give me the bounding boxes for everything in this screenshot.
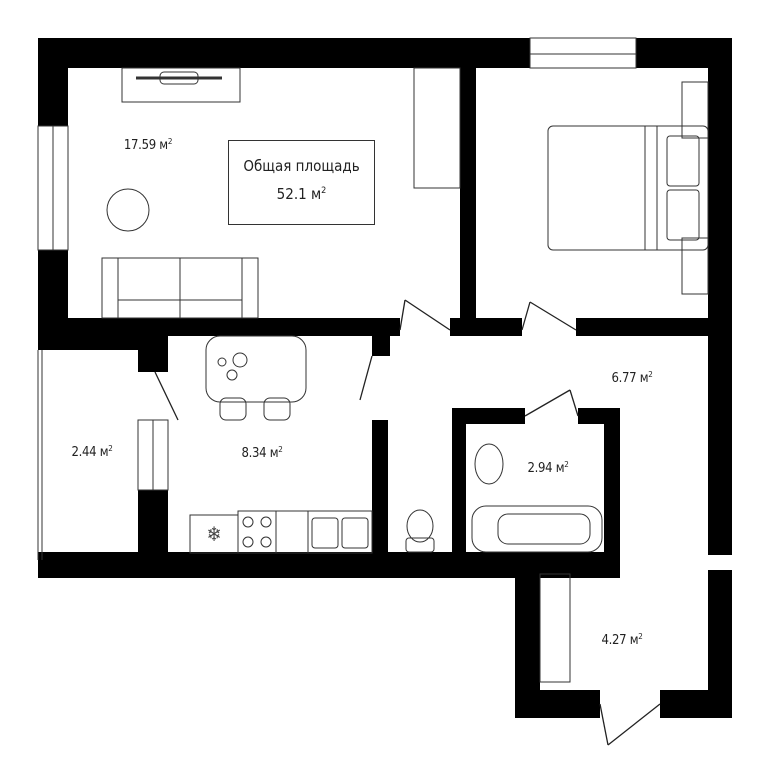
area-entrance: 4.27 м2 [601, 631, 643, 649]
dining-table [205, 335, 307, 403]
nightstand-bottom [681, 237, 709, 295]
total-area-value: 52.1 м [276, 185, 322, 203]
stove [237, 510, 277, 554]
kitchen-sink [307, 510, 373, 554]
wall-right [708, 38, 732, 555]
wall-bedroom-bottom-b [576, 318, 708, 336]
wall-toilet-bath [452, 420, 466, 560]
wall-top [38, 38, 530, 68]
counter [275, 510, 309, 554]
wall-balcony-top [38, 336, 168, 350]
area-living-room: 17.59 м2 [123, 136, 173, 154]
chair [263, 397, 291, 421]
area-hallway: 6.77 м2 [611, 369, 653, 387]
window-bedroom [529, 37, 637, 69]
door-entrance [599, 703, 609, 746]
wall-kitchen-left-top [138, 336, 168, 372]
tv-stand [121, 67, 241, 103]
coffee-table [106, 188, 150, 232]
wall-kitchen-pillar [372, 336, 390, 356]
wall-living-bedroom [460, 68, 476, 336]
wall-bottom [38, 552, 620, 578]
door-living [399, 299, 406, 331]
wall-entrance-bottom-a [515, 690, 600, 718]
door-bedroom [521, 301, 531, 331]
area-bathroom: 2.94 м2 [527, 459, 569, 477]
wall-bath-top-a [452, 408, 525, 424]
total-area-title: Общая площадь [243, 157, 360, 175]
door-bathroom [524, 389, 571, 417]
washbasin [474, 443, 504, 485]
nightstand-top [681, 81, 709, 139]
wardrobe [413, 67, 461, 189]
bed [547, 125, 709, 251]
bathtub [471, 505, 603, 553]
entrance-wardrobe [539, 573, 571, 683]
wall-living-bottom [68, 318, 400, 336]
walls [38, 38, 732, 718]
furniture: ❄ [101, 67, 709, 683]
total-area-box: Общая площадь 52.1 м2 [228, 140, 375, 225]
snowflake-icon: ❄ [206, 522, 221, 546]
wall-bath-right [604, 408, 620, 578]
wall-entrance-bottom-b [660, 690, 732, 718]
door-balcony [154, 371, 179, 421]
door-kitchen [359, 355, 373, 401]
wall-kitchen-toilet [372, 420, 388, 560]
area-kitchen: 8.34 м2 [241, 444, 283, 462]
doors [154, 299, 661, 746]
wall-bedroom-bottom-a [450, 318, 522, 336]
wall-left-upper [38, 38, 68, 126]
toilet [406, 509, 434, 543]
area-balcony: 2.44 м2 [71, 443, 113, 461]
wall-left-mid [38, 250, 68, 350]
windows [37, 37, 637, 560]
chair [219, 397, 247, 421]
